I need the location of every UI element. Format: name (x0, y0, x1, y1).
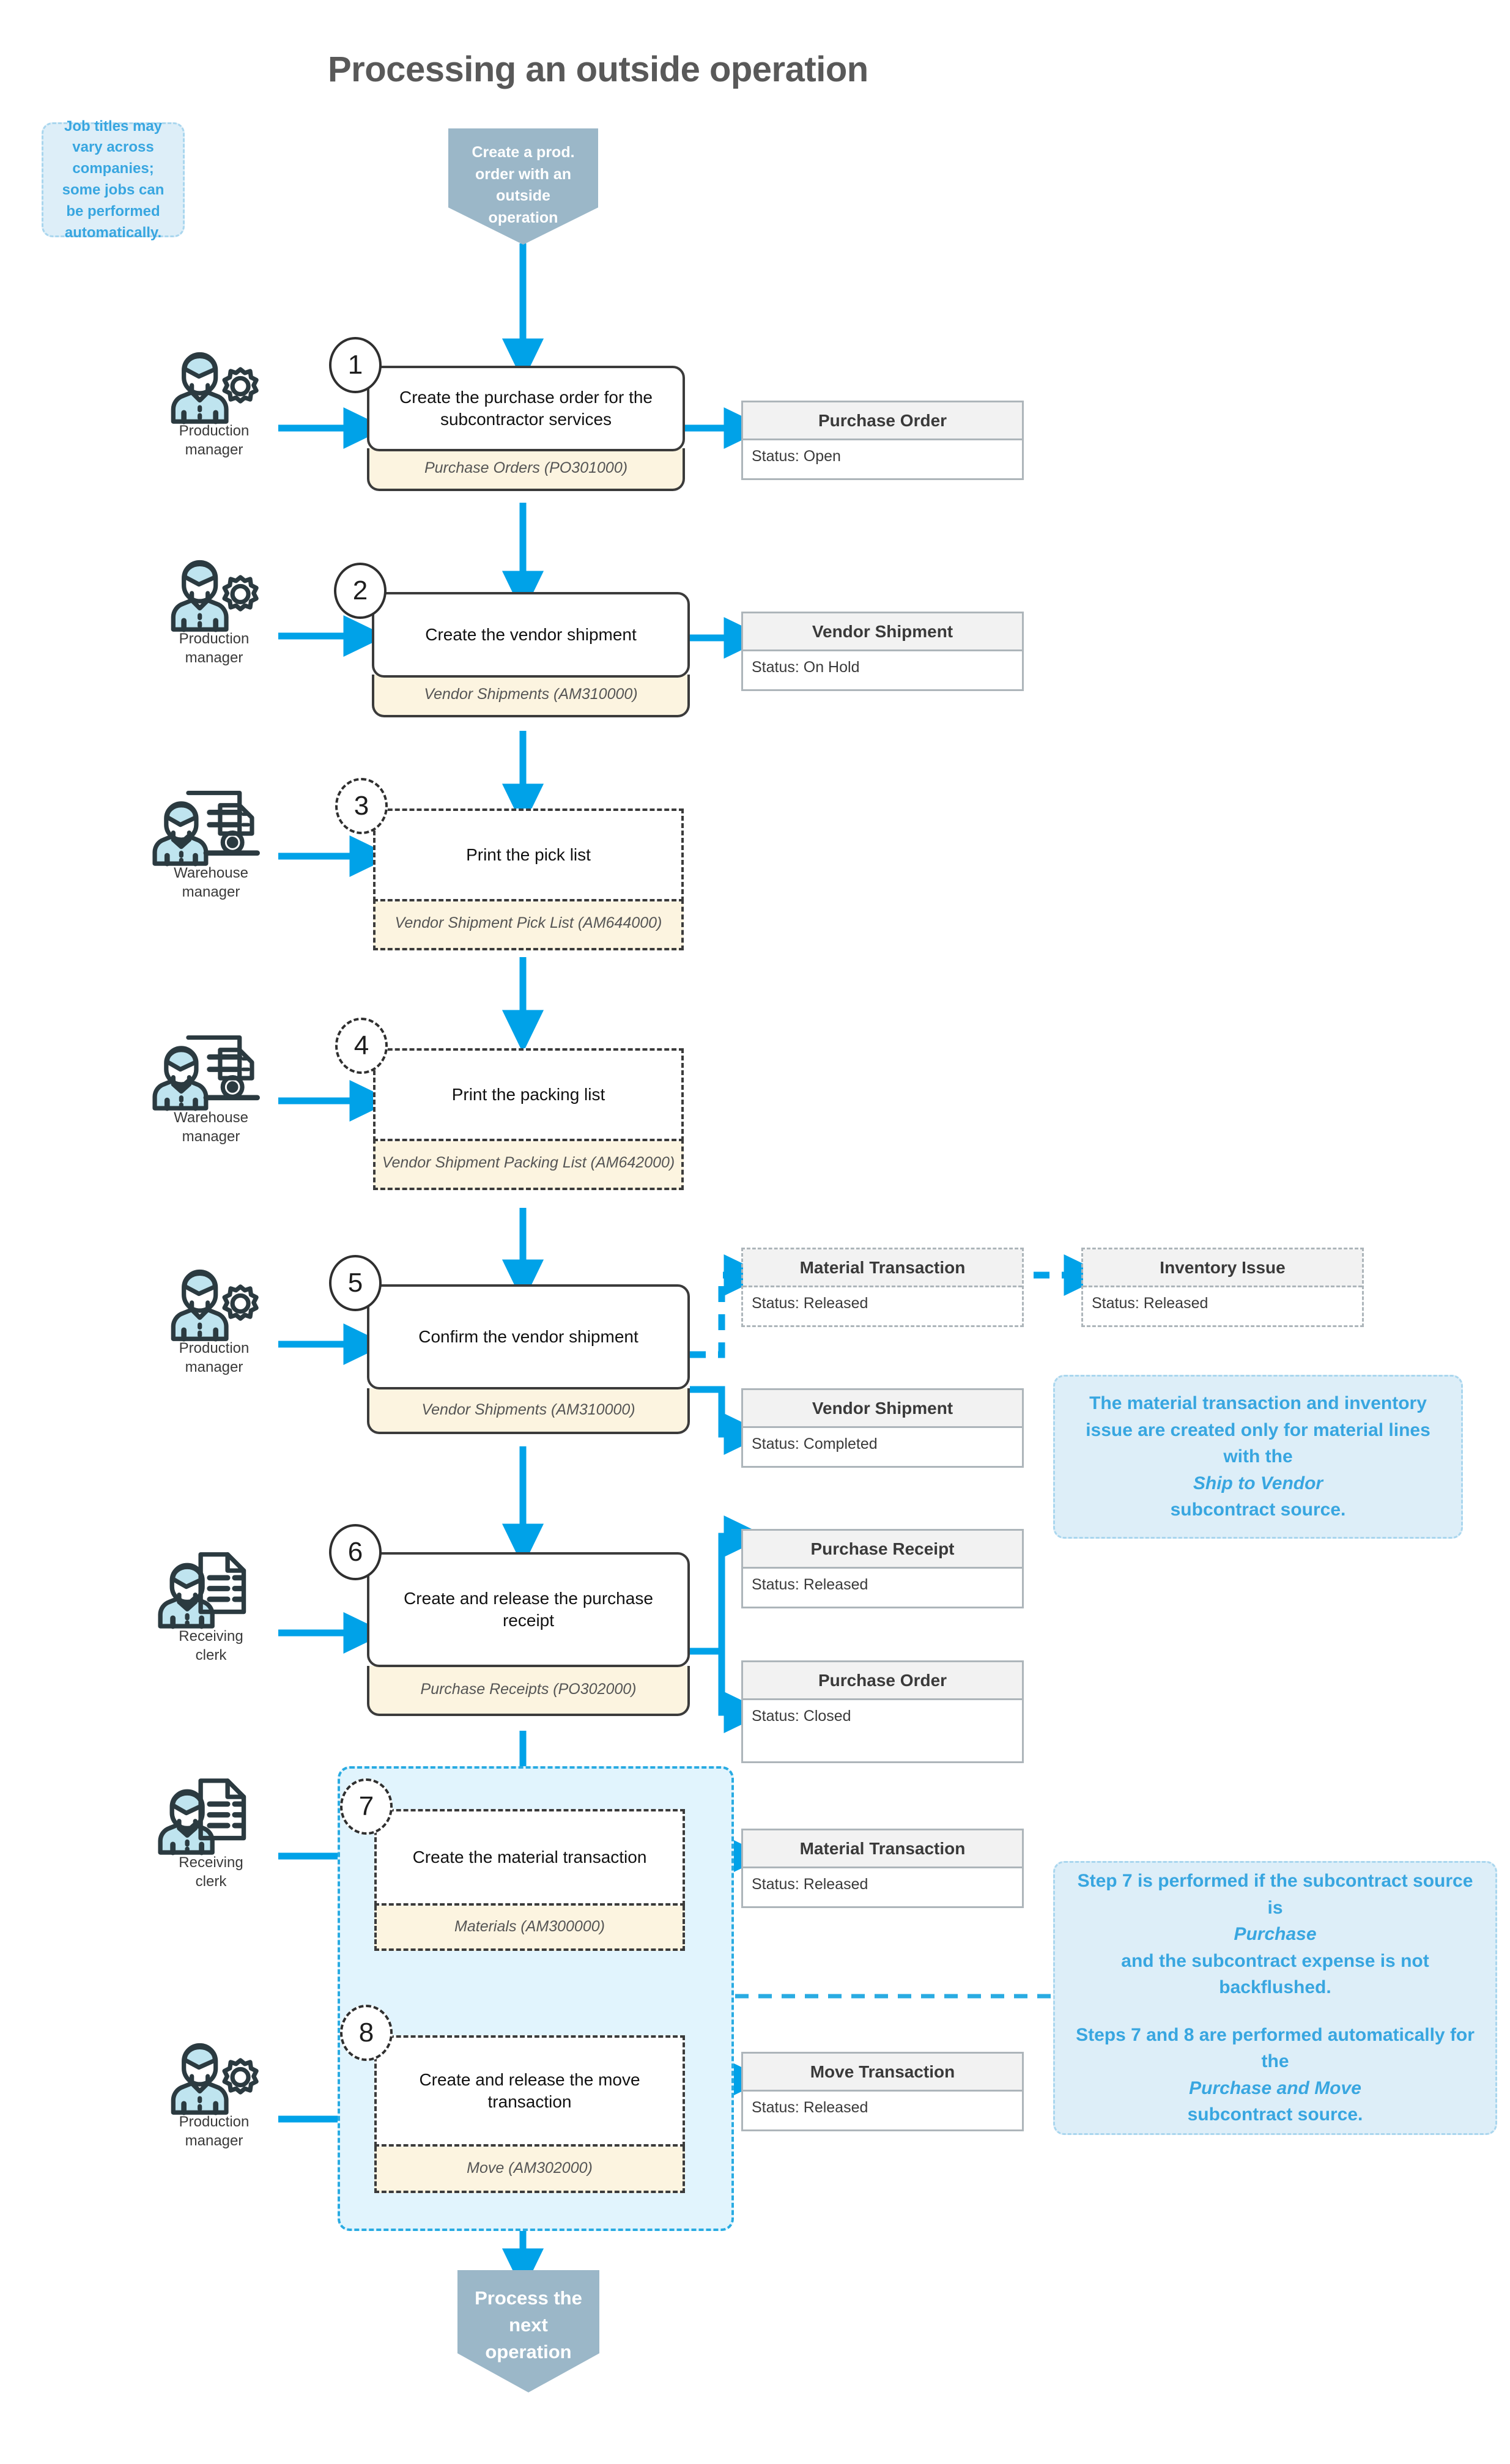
step-6-label: Create and release the purchase receipt (367, 1552, 690, 1667)
step-7-label: Create the material transaction (374, 1809, 685, 1906)
step-3-label: Print the pick list (373, 808, 684, 901)
card-status: Status: On Hold (752, 659, 860, 676)
card-vendor-shipment-completed: Vendor Shipment Status: Completed (741, 1388, 1024, 1468)
card-title: Purchase Order (743, 1662, 1022, 1700)
start-terminator: Create a prod. order with an outside ope… (448, 128, 598, 245)
card-title: Vendor Shipment (743, 1390, 1022, 1428)
step-7-number: 7 (340, 1778, 393, 1835)
step-4-number: 4 (335, 1018, 388, 1074)
production-manager-icon (171, 352, 259, 424)
card-status: Status: Released (1092, 1295, 1208, 1312)
step-5[interactable]: Confirm the vendor shipment Vendor Shipm… (367, 1284, 690, 1434)
step-2[interactable]: Create the vendor shipment Vendor Shipme… (372, 592, 690, 717)
card-title: Material Transaction (743, 1249, 1022, 1287)
card-title: Move Transaction (743, 2054, 1022, 2092)
card-inventory-issue: Inventory Issue Status: Released (1081, 1248, 1364, 1327)
step-7[interactable]: Create the material transaction Material… (374, 1809, 685, 1951)
step-6[interactable]: Create and release the purchase receipt … (367, 1552, 690, 1716)
step-1-label: Create the purchase order for the subcon… (367, 366, 685, 451)
step-4[interactable]: Print the packing list Vendor Shipment P… (373, 1048, 684, 1190)
step-6-number: 6 (329, 1524, 382, 1580)
step-1[interactable]: Create the purchase order for the subcon… (367, 366, 685, 491)
production-manager-icon (171, 1269, 259, 1342)
card-status: Status: Completed (752, 1435, 878, 1452)
step-2-label: Create the vendor shipment (372, 592, 690, 678)
production-manager-icon (171, 560, 259, 632)
card-title: Vendor Shipment (743, 613, 1022, 651)
step-8-screen: Move (AM302000) (374, 2147, 685, 2193)
note-job-titles: Job titles may vary across companies; so… (42, 118, 185, 241)
card-status: Status: Closed (752, 1707, 851, 1725)
step-1-screen: Purchase Orders (PO301000) (367, 448, 685, 491)
note-job-titles-text: Job titles may vary across companies; so… (62, 117, 165, 241)
note-steps-7-8: Step 7 is performed if the subcontract s… (1053, 1861, 1497, 2135)
note-ship-to-vendor-text: The material transaction and inventory i… (1086, 1393, 1430, 1520)
receiving-clerk-icon (158, 1778, 246, 1855)
warehouse-manager-icon (152, 1035, 260, 1111)
card-status: Status: Released (752, 1576, 868, 1593)
start-terminator-label: Create a prod. order with an outside ope… (472, 144, 575, 226)
card-move-transaction-released: Move Transaction Status: Released (741, 2052, 1024, 2131)
step-7-screen: Materials (AM300000) (374, 1906, 685, 1951)
step-4-label: Print the packing list (373, 1048, 684, 1141)
card-purchase-receipt-released: Purchase Receipt Status: Released (741, 1529, 1024, 1608)
step-3-number: 3 (335, 778, 388, 834)
step-3[interactable]: Print the pick list Vendor Shipment Pick… (373, 808, 684, 950)
production-manager-icon (171, 2043, 259, 2115)
card-vendor-shipment-onhold: Vendor Shipment Status: On Hold (741, 612, 1024, 691)
end-terminator: Process the next operation (457, 2270, 599, 2392)
step-2-screen: Vendor Shipments (AM310000) (372, 675, 690, 717)
card-status: Status: Open (752, 448, 841, 465)
step-5-number: 5 (329, 1255, 382, 1311)
step-5-screen: Vendor Shipments (AM310000) (367, 1388, 690, 1434)
step-8[interactable]: Create and release the move transaction … (374, 2035, 685, 2193)
note-steps-7-8-text: Step 7 is performed if the subcontract s… (1076, 1871, 1475, 2125)
step-5-label: Confirm the vendor shipment (367, 1284, 690, 1389)
card-material-transaction-step5: Material Transaction Status: Released (741, 1248, 1024, 1327)
card-status: Status: Released (752, 1295, 868, 1312)
card-status: Status: Released (752, 2099, 868, 2116)
card-purchase-order-closed: Purchase Order Status: Closed (741, 1660, 1024, 1763)
card-title: Purchase Receipt (743, 1531, 1022, 1569)
step-2-number: 2 (334, 563, 387, 619)
step-3-screen: Vendor Shipment Pick List (AM644000) (373, 899, 684, 950)
step-8-label: Create and release the move transaction (374, 2035, 685, 2147)
card-purchase-order-open: Purchase Order Status: Open (741, 401, 1024, 480)
card-status: Status: Released (752, 1876, 868, 1893)
step-1-number: 1 (329, 337, 382, 393)
warehouse-manager-icon (152, 790, 260, 867)
page-title: Processing an outside operation (328, 50, 868, 89)
step-8-number: 8 (340, 2005, 393, 2061)
receiving-clerk-icon (158, 1552, 246, 1629)
step-4-screen: Vendor Shipment Packing List (AM642000) (373, 1139, 684, 1190)
card-title: Inventory Issue (1083, 1249, 1362, 1287)
end-terminator-label: Process the next operation (475, 2287, 582, 2363)
card-material-transaction-step7: Material Transaction Status: Released (741, 1829, 1024, 1908)
step-6-screen: Purchase Receipts (PO302000) (367, 1666, 690, 1716)
note-ship-to-vendor: The material transaction and inventory i… (1053, 1375, 1463, 1539)
card-title: Material Transaction (743, 1830, 1022, 1868)
card-title: Purchase Order (743, 402, 1022, 440)
